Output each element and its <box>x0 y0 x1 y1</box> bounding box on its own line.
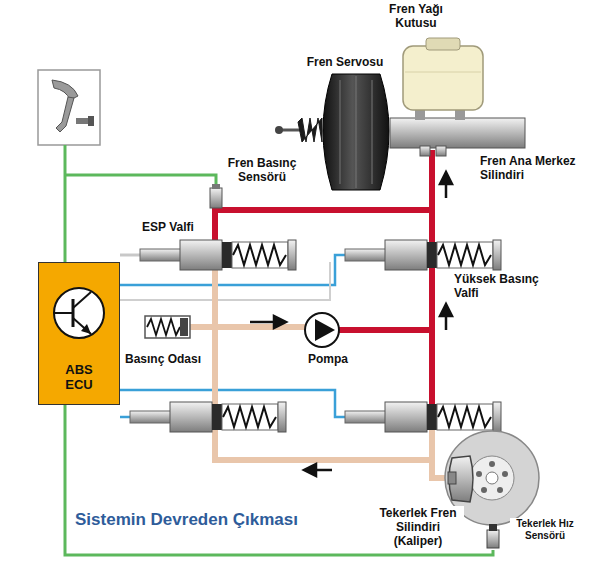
diagram-title: Sistemin Devreden Çıkması <box>75 510 298 530</box>
part-label: Fren Yağı Kutusu <box>380 2 452 30</box>
part-label: Pompa <box>298 352 358 366</box>
master-cylinder <box>390 108 525 156</box>
part-label: Basınç Odası <box>118 352 208 366</box>
transistor-symbol <box>39 263 121 353</box>
part-label: ESP Valfi <box>140 220 210 234</box>
inlet-valve <box>130 402 286 432</box>
control-wire <box>120 255 345 417</box>
fluid-reservoir <box>403 38 483 110</box>
part-label: Tekerlek Fren Silindiri (Kaliper) <box>372 506 464 548</box>
ecu-box: ABS ECU <box>38 262 120 405</box>
pressure-line <box>215 150 432 412</box>
part-label: Yüksek Basınç Valfi <box>452 272 552 300</box>
high-pressure-valve <box>345 240 501 270</box>
ecu-label: ABS ECU <box>59 362 99 392</box>
wheel-speed-sensor <box>487 524 499 548</box>
part-label: Tekerlek Hız Sensörü <box>510 518 580 542</box>
control-wire <box>120 254 140 257</box>
outlet-valve <box>345 402 501 432</box>
brake-caliper <box>448 456 473 502</box>
pressure-sensor <box>210 184 222 208</box>
part-label: Fren Servosu <box>300 55 390 69</box>
pressure-chamber <box>145 316 190 338</box>
signal-wire <box>65 145 493 555</box>
part-label: Fren Basınç Sensörü <box>222 156 302 184</box>
return-line <box>190 270 452 478</box>
pump-symbol <box>305 313 339 347</box>
esp-valve <box>140 240 296 270</box>
part-label: Fren Ana Merkez Silindiri <box>478 154 596 182</box>
brake-pedal <box>38 70 100 145</box>
